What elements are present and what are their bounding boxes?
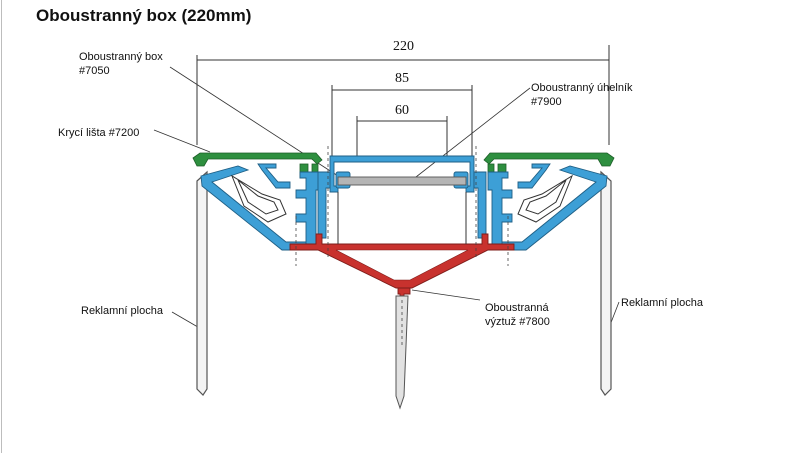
label-advert-right: Reklamní plocha <box>621 297 703 309</box>
label-cover-strip: Krycí lišta #7200 <box>58 127 140 139</box>
dim-85-label: 85 <box>395 71 409 86</box>
dim-60-label: 60 <box>395 103 409 118</box>
clip-details <box>230 174 574 244</box>
box-profile-left <box>200 163 321 251</box>
corner-connector <box>337 176 467 186</box>
advert-panel-right <box>600 170 612 396</box>
dashed-lines <box>295 146 509 346</box>
dimension-85 <box>331 85 473 160</box>
cover-strip-left <box>192 152 323 179</box>
box-profile-right <box>487 163 608 251</box>
diagram-title: Oboustranný box (220mm) <box>36 6 252 25</box>
label-advert-left: Reklamní plocha <box>81 305 163 317</box>
label-corner: Oboustranný úhelník #7900 <box>531 82 633 108</box>
center-post <box>395 295 409 410</box>
stiffener <box>289 233 515 299</box>
dimension-220 <box>196 45 610 145</box>
advert-panel-left <box>196 170 208 396</box>
dim-220-label: 220 <box>393 39 414 54</box>
label-stiffener: Oboustranná výztuž #7800 <box>485 302 550 328</box>
center-box <box>317 155 487 239</box>
label-box: Oboustranný box #7050 <box>79 51 163 77</box>
left-edge-line <box>1 0 2 453</box>
dimension-60 <box>356 116 448 160</box>
